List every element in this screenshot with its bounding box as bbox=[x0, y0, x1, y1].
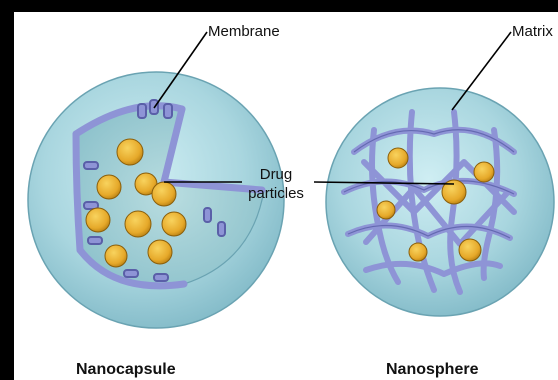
drug-particle bbox=[148, 240, 172, 264]
diagram-canvas: Membrane Matrix Drug particles Nanocapsu… bbox=[14, 12, 558, 380]
matrix-label: Matrix bbox=[512, 23, 553, 40]
drug-particle bbox=[86, 208, 110, 232]
drug-particle bbox=[105, 245, 127, 267]
membrane-label: Membrane bbox=[208, 23, 280, 40]
drug-particle bbox=[377, 201, 395, 219]
nanosphere-shell bbox=[326, 88, 554, 316]
drug-particle bbox=[152, 182, 176, 206]
drug-particle bbox=[388, 148, 408, 168]
nanocapsule-caption: Nanocapsule bbox=[76, 361, 176, 378]
nanosphere-caption: Nanosphere bbox=[386, 361, 479, 378]
diagram-svg: Membrane Matrix Drug particles Nanocapsu… bbox=[14, 12, 558, 380]
drug-particle bbox=[117, 139, 143, 165]
drug-particle bbox=[162, 212, 186, 236]
drug-particle bbox=[409, 243, 427, 261]
nanosphere-illustration bbox=[326, 88, 554, 316]
drug-particle bbox=[474, 162, 494, 182]
nanocapsule-illustration bbox=[28, 72, 284, 328]
drug-particle bbox=[125, 211, 151, 237]
drug-label-line2: particles bbox=[248, 185, 304, 202]
drug-particle bbox=[459, 239, 481, 261]
drug-label-line1: Drug bbox=[260, 166, 293, 183]
membrane-edge-left bbox=[76, 134, 80, 250]
drug-particle bbox=[97, 175, 121, 199]
